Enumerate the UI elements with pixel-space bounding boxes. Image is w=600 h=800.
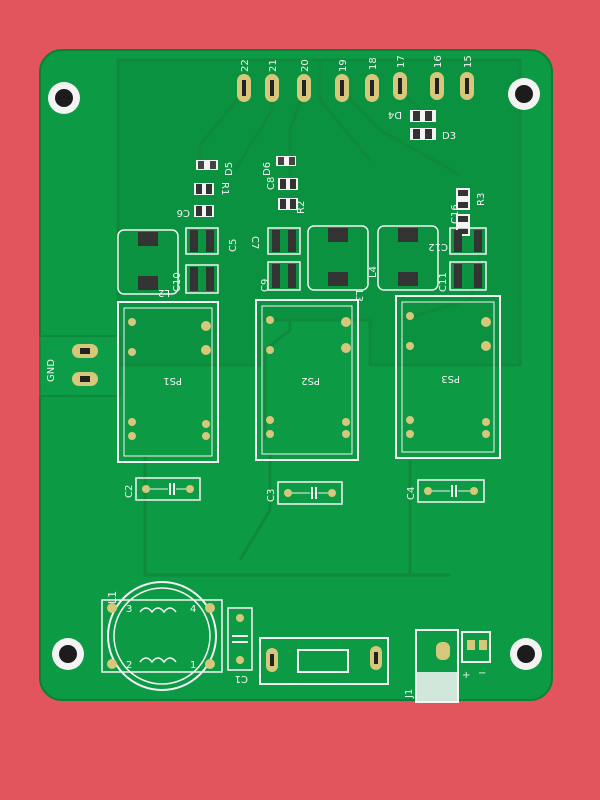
label-d4: D4 [388,109,402,120]
label-r1: R1 [219,182,230,195]
mounting-hole-top-left [48,82,80,114]
label-c10: C10 [172,272,183,292]
coil-pin-3: 3 [126,604,132,615]
label-ps3: PS3 [441,373,460,384]
label-l3: L3 [353,290,364,302]
gnd-pads [72,344,98,386]
label-c4: C4 [406,487,417,500]
pin-label-15: 15 [463,55,474,68]
label-c6: C6 [177,207,190,218]
label-c7: C7 [249,236,260,249]
label-minus: − [478,668,486,679]
pin-label-16: 16 [433,55,444,68]
label-l1: L1 [106,591,119,604]
pin-label-20: 20 [300,59,311,72]
label-d5: D5 [224,162,235,176]
label-c8: C8 [266,177,277,190]
label-c9: C9 [260,279,271,292]
label-l2: L2 [158,287,170,298]
label-r2: R2 [296,201,307,214]
label-c12: C12 [428,241,448,252]
label-r3: R3 [476,193,487,206]
label-plus: + [462,670,470,681]
label-c1: C1 [235,673,248,684]
label-c16: C16 [450,204,461,224]
j1-labels: J1 + − [404,668,486,699]
pin-label-19: 19 [338,59,349,72]
header-pin-labels: 22 21 20 19 18 17 16 15 [240,55,474,72]
cap-c3 [277,481,343,505]
label-c3: C3 [266,489,277,502]
cap-c4 [417,479,485,503]
upper-labels: D5 D6 R1 C6 C8 R2 D4 D3 R3 C16 C5 C7 C12… [158,109,487,302]
label-j1: J1 [404,689,415,699]
pin-label-22: 22 [240,59,251,72]
mounting-hole-bottom-left [52,638,84,670]
mounting-hole-top-right [508,78,540,110]
connector-j1 [415,629,491,703]
cap-c2 [135,477,201,501]
coil-pin-2: 2 [126,660,132,671]
coil-pin-4: 4 [190,604,196,615]
label-c2: C2 [124,485,135,498]
power-module-ps1: PS1 [117,301,219,463]
toroid-labels: L1 3 4 2 1 [106,591,196,671]
header-pads [237,72,474,102]
coil-pin-1: 1 [190,660,196,671]
label-d3: D3 [442,131,456,142]
mounting-hole-bottom-right [510,638,542,670]
label-c11: C11 [438,272,449,292]
label-c5: C5 [228,239,239,252]
mounting-holes [48,78,542,670]
power-module-ps2: PS2 [255,299,359,461]
label-d6: D6 [262,162,273,176]
label-ps1: PS1 [163,375,182,386]
label-ps2: PS2 [301,375,320,386]
label-l4: L4 [368,266,379,278]
label-gnd: GND [46,359,57,382]
pin-label-17: 17 [396,55,407,68]
cap-c1 [227,607,253,671]
pin-label-21: 21 [268,59,279,72]
power-resistor-footprint [259,637,389,685]
pin-label-18: 18 [368,57,379,70]
power-module-ps3: PS3 [395,295,501,459]
smd-parts [117,110,487,295]
toroid-l1 [101,581,223,691]
